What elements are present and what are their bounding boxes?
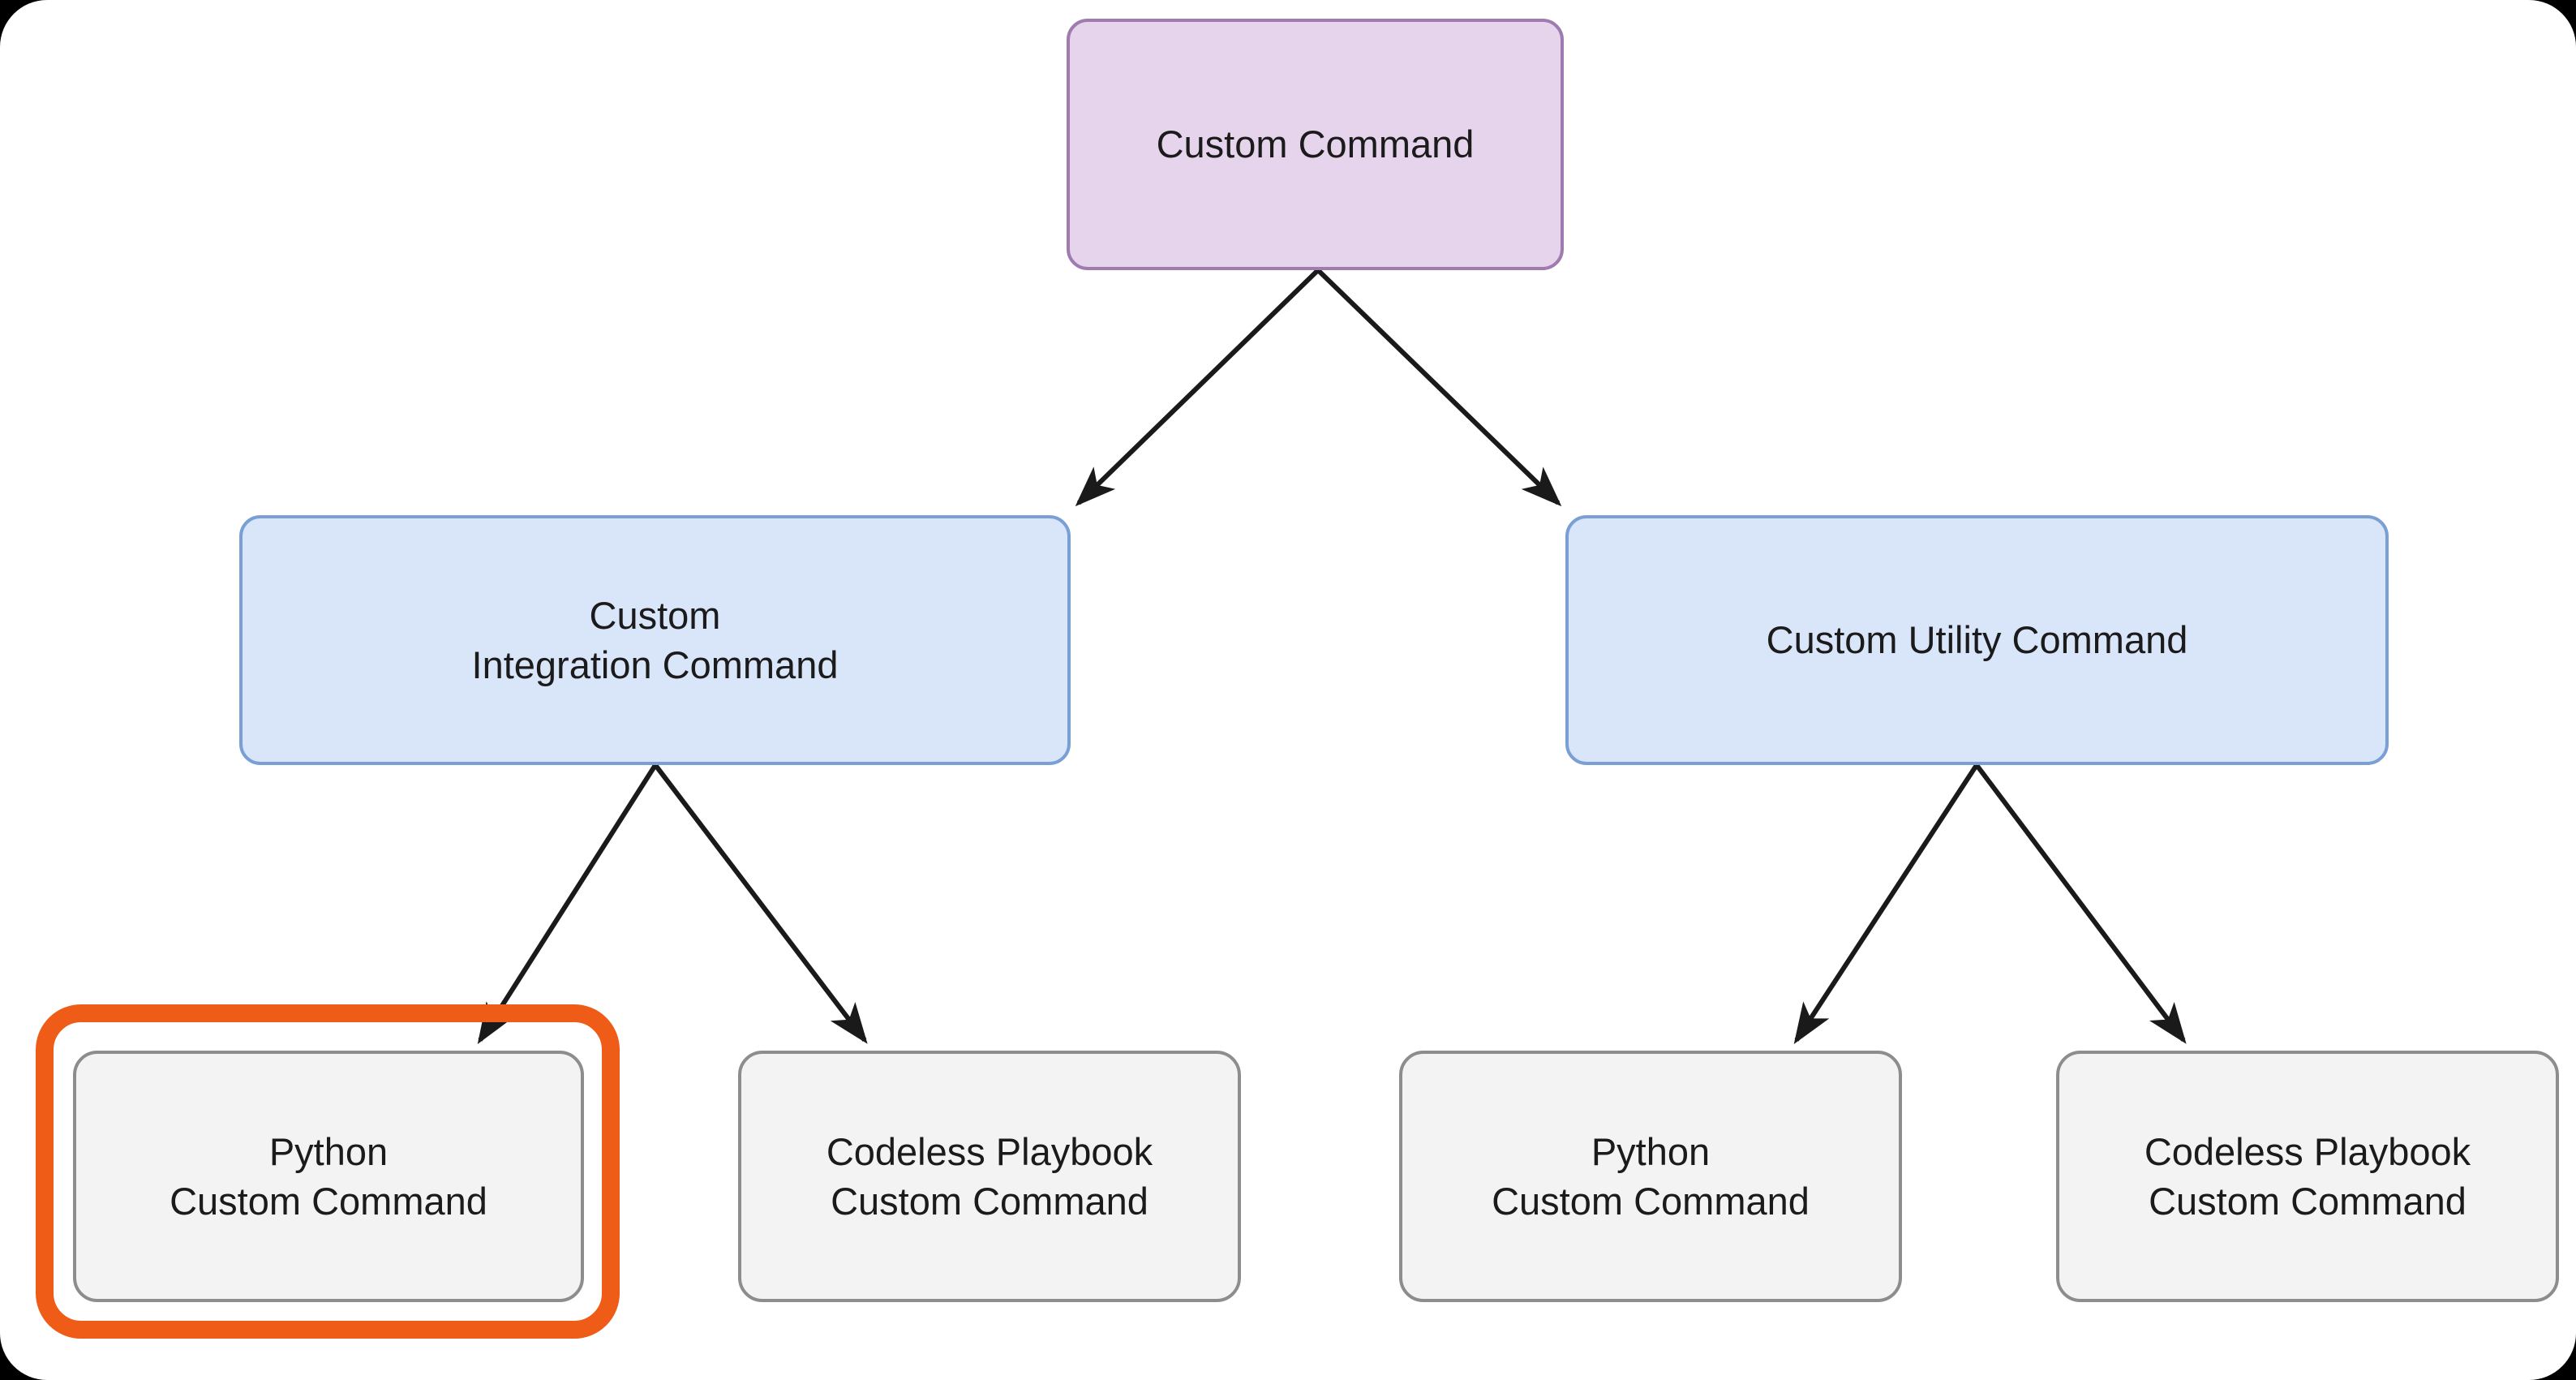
edge-integration-to-python: [477, 763, 658, 1045]
node-custom-utility-command[interactable]: Custom Utility Command: [1565, 515, 2389, 765]
node-codeless-playbook-custom-command-integration[interactable]: Codeless Playbook Custom Command: [738, 1051, 1241, 1302]
edge-root-to-utility: [1316, 268, 1562, 507]
node-label: Codeless Playbook Custom Command: [2144, 1129, 2471, 1223]
node-label: Custom Integration Command: [471, 593, 839, 686]
node-custom-integration-command[interactable]: Custom Integration Command: [239, 515, 1071, 765]
node-custom-command[interactable]: Custom Command: [1067, 19, 1564, 270]
node-label: Custom Command: [1156, 123, 1475, 166]
node-label: Custom Utility Command: [1766, 618, 2188, 662]
node-label: Python Custom Command: [1492, 1129, 1810, 1223]
edge-root-to-integration: [1075, 268, 1320, 507]
node-codeless-playbook-custom-command-utility[interactable]: Codeless Playbook Custom Command: [2056, 1051, 2559, 1302]
edge-integration-to-codeless: [653, 763, 868, 1044]
edge-utility-to-codeless: [1974, 763, 2187, 1044]
node-python-custom-command-utility[interactable]: Python Custom Command: [1399, 1051, 1902, 1302]
node-label: Codeless Playbook Custom Command: [826, 1129, 1153, 1223]
node-python-custom-command-integration[interactable]: Python Custom Command: [73, 1051, 584, 1302]
node-label: Python Custom Command: [170, 1129, 487, 1223]
highlight-ring-python-custom-command: [36, 1004, 620, 1339]
edge-utility-to-python: [1793, 763, 1979, 1045]
